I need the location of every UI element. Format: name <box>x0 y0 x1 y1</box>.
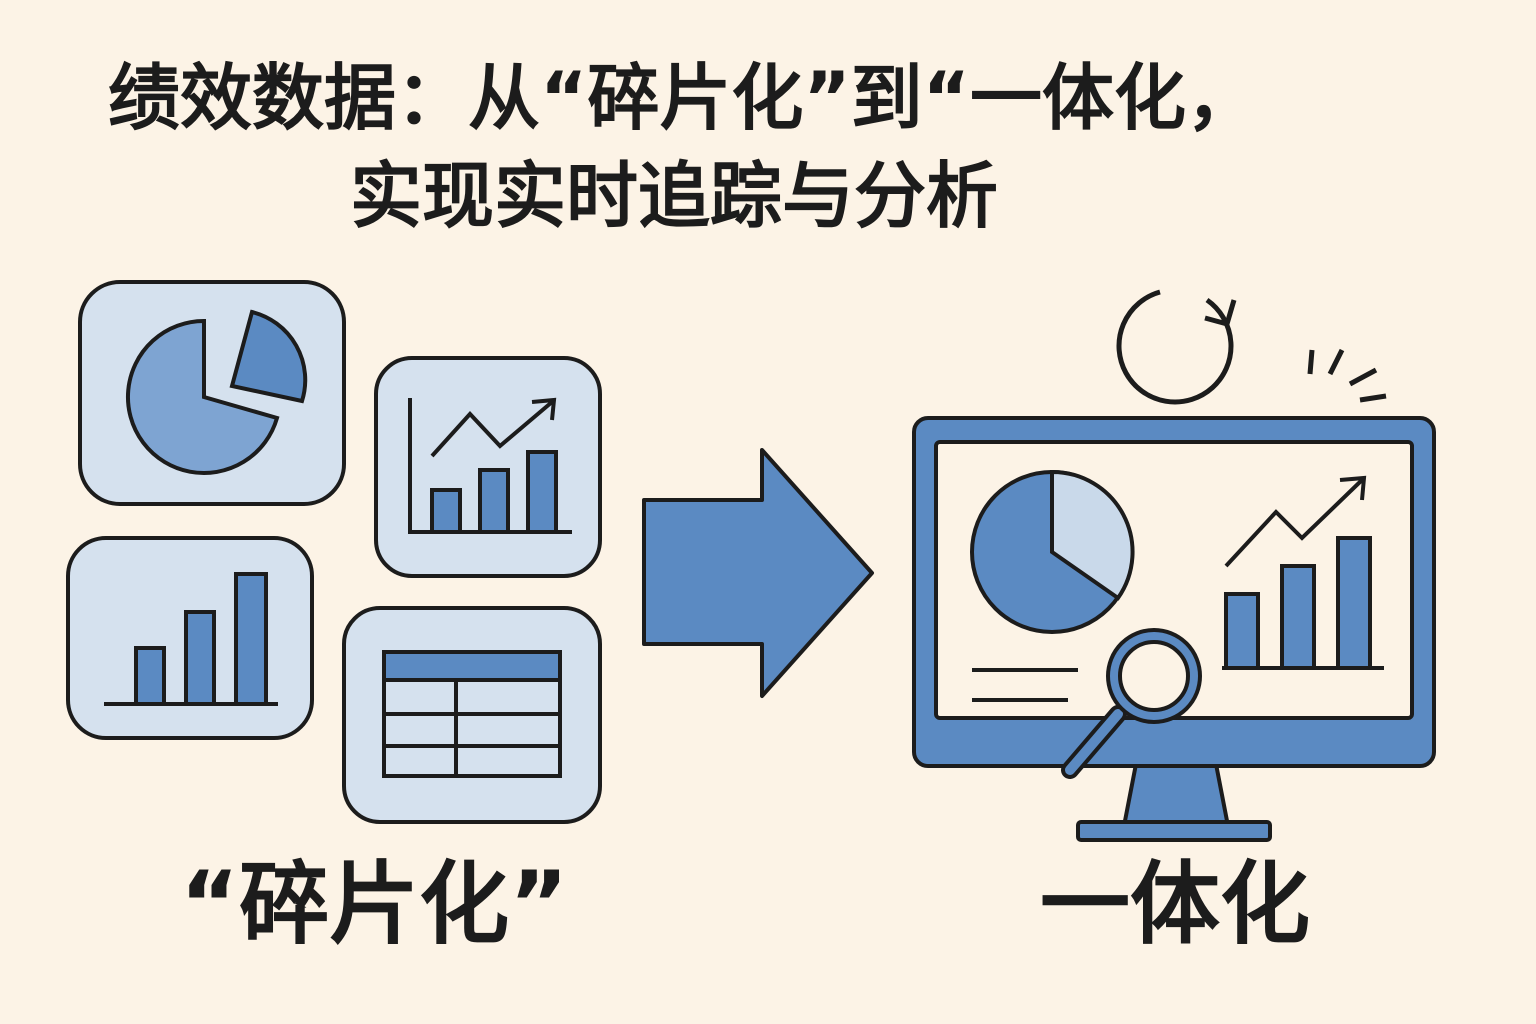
line-bar-chart-panel <box>374 356 602 578</box>
label-integrated: 一体化 <box>1040 852 1310 957</box>
screen-bar-chart <box>1222 475 1384 670</box>
monitor-icon <box>912 416 1436 842</box>
pie-chart-panel <box>78 280 346 506</box>
refresh-icon <box>1116 289 1237 405</box>
bar-chart-panel <box>66 536 314 740</box>
title-line-2: 实现实时追踪与分析 <box>350 154 999 238</box>
pie-chart-icon <box>125 309 308 475</box>
title-line-1: 绩效数据：从“碎片化”到“一体化， <box>108 56 1258 140</box>
table-icon <box>382 650 562 778</box>
arrow-right-icon <box>642 448 874 698</box>
magnifier-icon <box>1061 628 1202 779</box>
label-fragmented: “碎片化” <box>180 852 569 957</box>
table-panel <box>342 606 602 824</box>
sparkle-lines-icon <box>1307 348 1387 403</box>
screen-pie-chart <box>970 469 1135 634</box>
line-bar-chart-icon <box>408 397 572 534</box>
bar-chart-icon <box>104 572 278 706</box>
